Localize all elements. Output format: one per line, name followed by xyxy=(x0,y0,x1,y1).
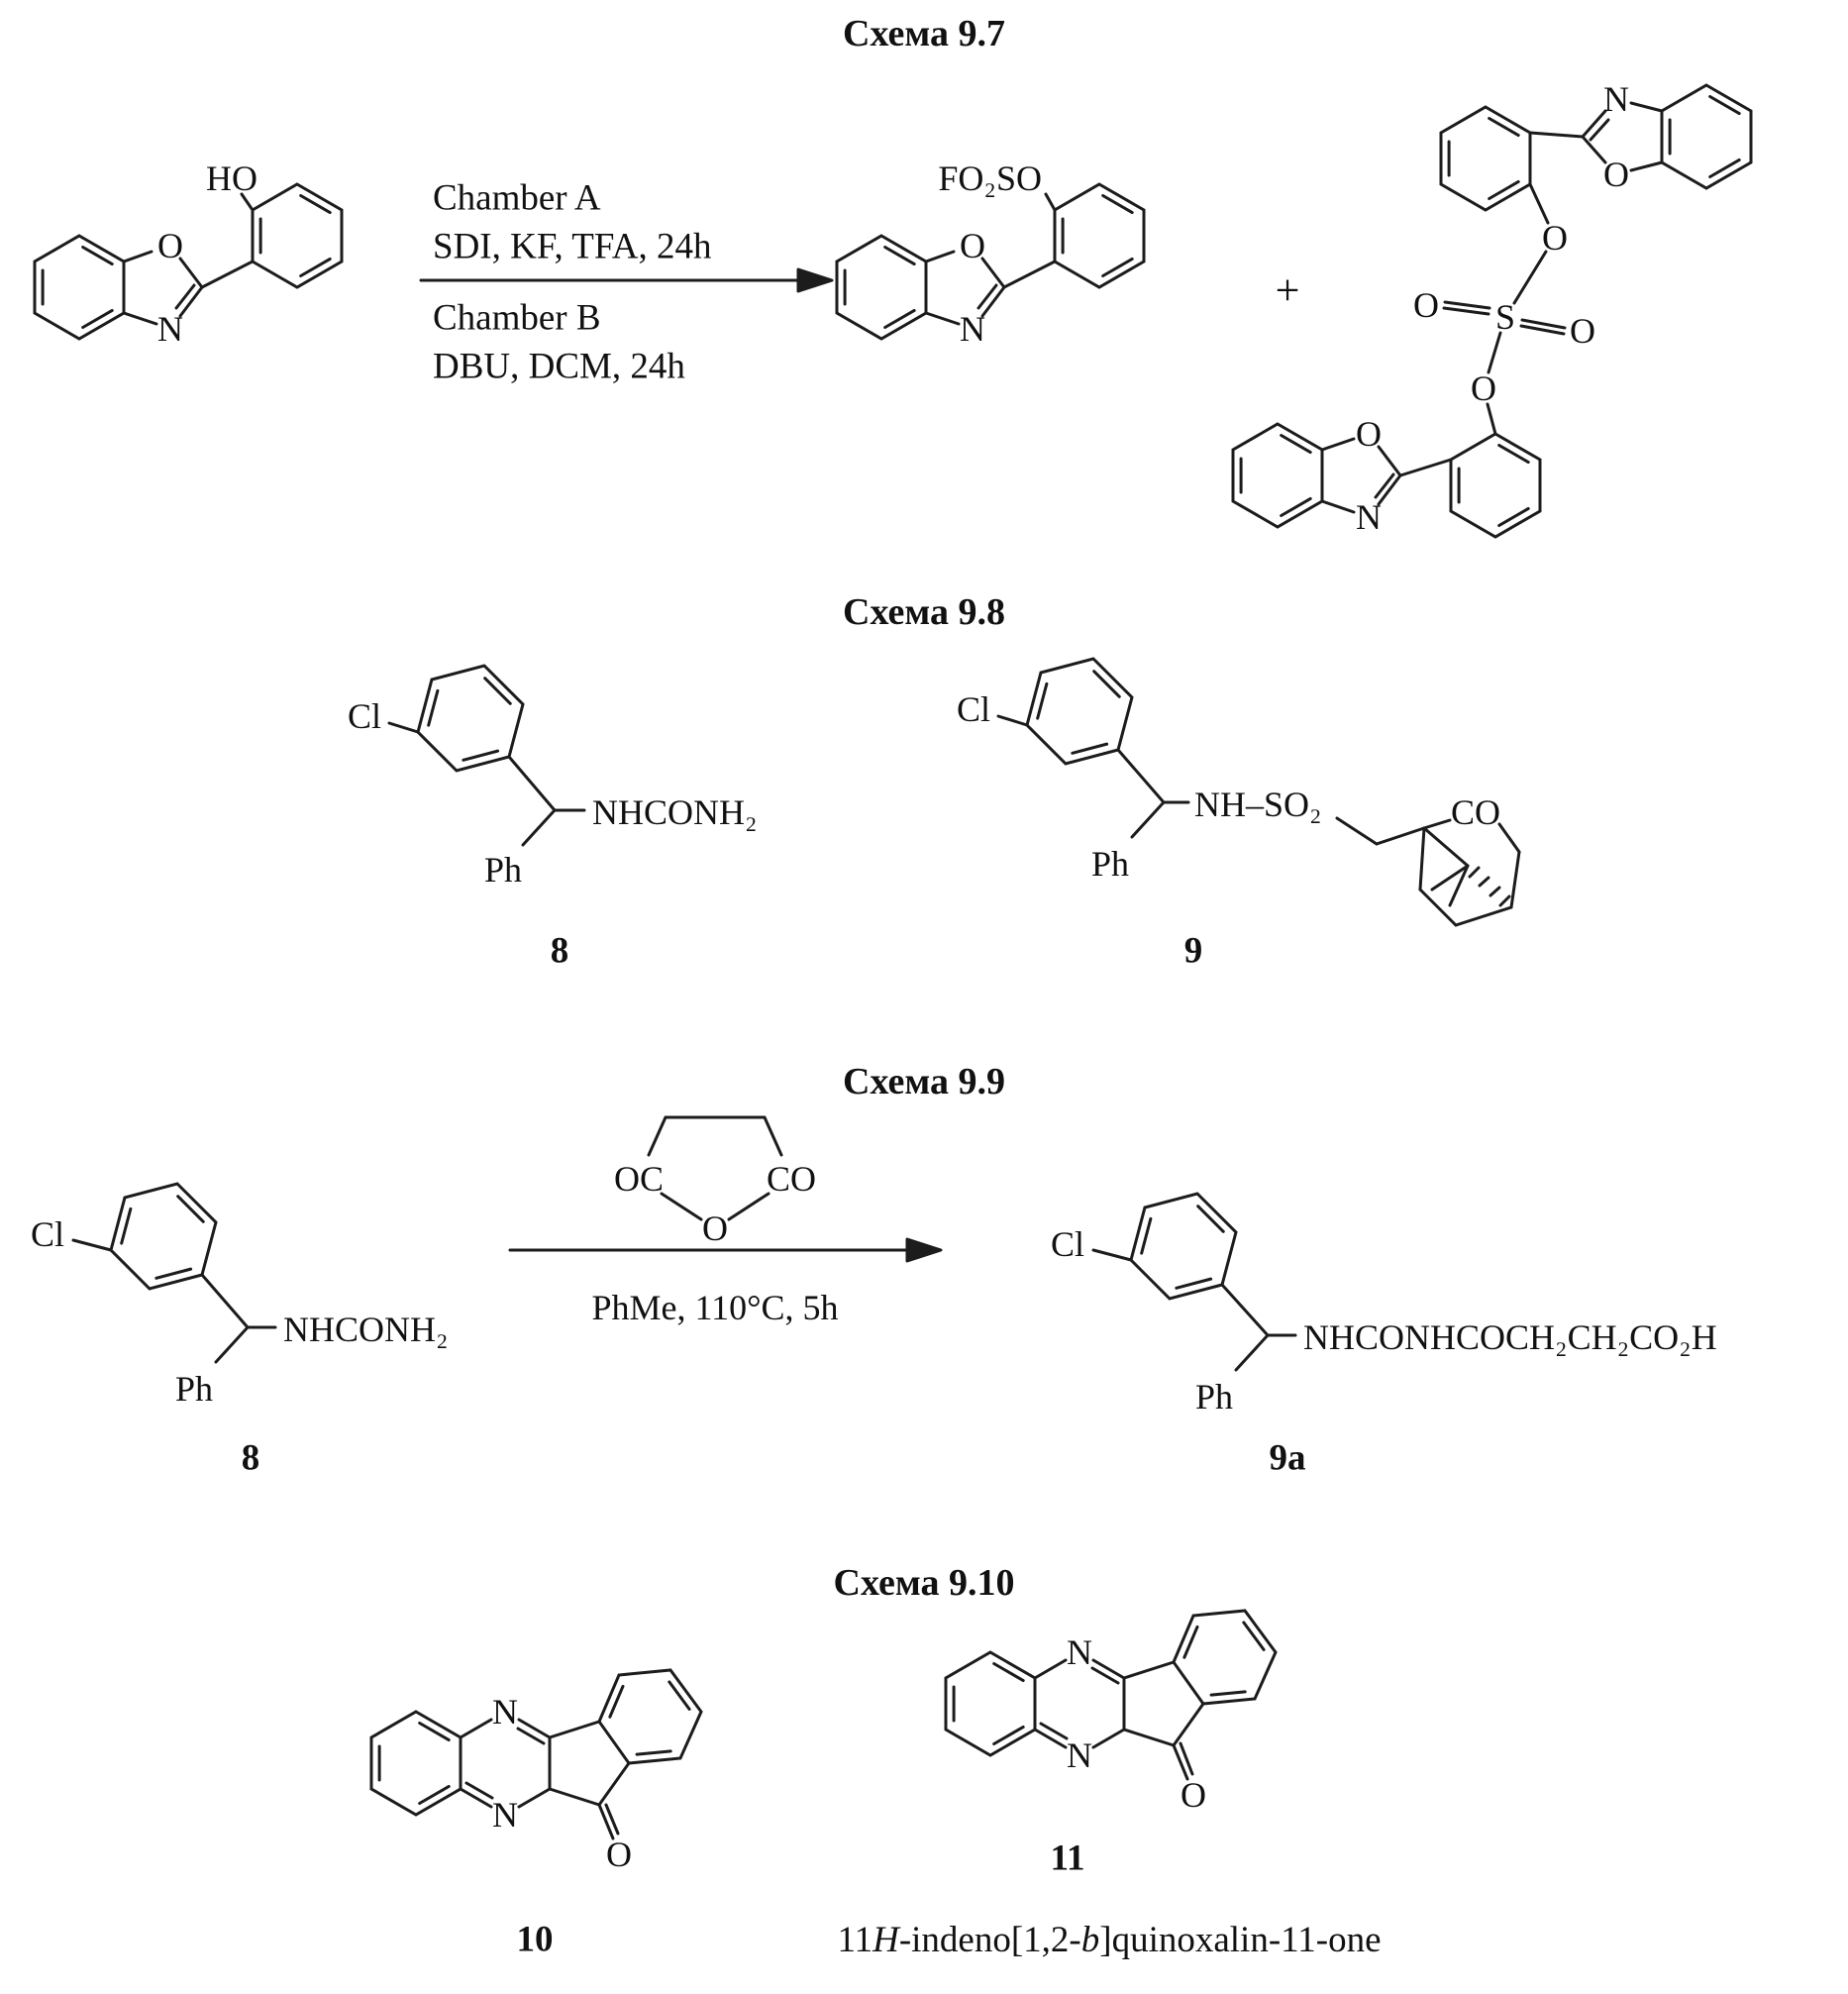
chlorophenyl-ring xyxy=(1025,657,1134,766)
oxazole-o-label: O xyxy=(960,226,985,265)
compound-11-label: 11 xyxy=(1051,1838,1085,1879)
phenyl-label: Ph xyxy=(1195,1377,1233,1417)
chain-group-label: NHCONHCOCH₂CH₂CO₂H xyxy=(1303,1317,1717,1357)
chlorophenyl-ring xyxy=(109,1182,218,1291)
reactant-benzoxazole-phenol: O N HO xyxy=(33,158,344,349)
oxazole-n-label: N xyxy=(157,309,183,349)
scheme-9-7-title: Схема 9.7 xyxy=(843,13,1005,54)
phenyl-ring-bottom xyxy=(1449,432,1542,539)
benzene-ring xyxy=(33,234,126,341)
structure-8-reactant: Cl Ph NHCONH₂ 8 xyxy=(31,1182,449,1479)
condition-label: PhMe, 110°C, 5h xyxy=(591,1288,838,1327)
phenyl-label: Ph xyxy=(484,850,522,890)
product-sulfate-diester: N O O S O O O xyxy=(1231,79,1753,539)
benzo-ring-left xyxy=(369,1710,462,1817)
scheme-9-9-canvas: Cl Ph NHCONH₂ 8 OC CO O PhMe, 110°C, 5h xyxy=(31,1115,1717,1479)
hydroxyl-label: HO xyxy=(206,158,257,198)
urea-group-label: NHCONH₂ xyxy=(283,1310,449,1349)
scheme-9-8-title: Схема 9.8 xyxy=(843,591,1005,633)
phenyl-ring xyxy=(1053,182,1146,289)
benzene-ring xyxy=(835,234,928,341)
reaction-arrow-9-7: Chamber A SDI, KF, TFA, 24h Chamber B DB… xyxy=(419,178,834,387)
sulfur-label: S xyxy=(1495,297,1515,337)
benzo-ring-right xyxy=(597,1668,703,1765)
anhydride-oc-label: OC xyxy=(614,1159,664,1199)
benzo-ring-right xyxy=(1172,1609,1278,1706)
reaction-arrow-9-9: PhMe, 110°C, 5h xyxy=(508,1237,943,1327)
product-fluorosulfate: O N FO₂SO xyxy=(835,158,1146,349)
structure-8: Cl Ph NHCONH₂ 8 xyxy=(348,664,758,972)
carbonyl-label: CO xyxy=(1451,792,1500,832)
chloro-label: Cl xyxy=(957,689,990,729)
pyrazine-n-label: N xyxy=(492,1795,518,1835)
pyrazine-n-label: N xyxy=(492,1692,518,1732)
benzo-ring-top xyxy=(1660,83,1753,190)
benzo-ring-bottom xyxy=(1231,422,1324,529)
scheme-9-7-canvas: O N HO Chamber A SDI, KF, TFA, 24h Chamb… xyxy=(33,79,1753,539)
plus-sign: + xyxy=(1276,266,1300,315)
scheme-9-10-title: Схема 9.10 xyxy=(833,1562,1015,1604)
scheme-9-10-canvas: N N O 10 N N O xyxy=(369,1609,1382,1960)
oxazole-o-label: O xyxy=(1603,155,1629,194)
phenol-ring xyxy=(251,182,344,289)
chlorophenyl-ring xyxy=(1129,1192,1238,1301)
ketone-o-label: O xyxy=(1181,1775,1206,1815)
anhydride-o-label: O xyxy=(702,1208,728,1248)
compound-8-label: 8 xyxy=(551,931,569,972)
urea-group-label: NHCONH₂ xyxy=(592,792,758,832)
fluorosulfate-label: FO₂SO xyxy=(938,158,1042,198)
sulfate-o-label: O xyxy=(1471,368,1496,408)
arrowhead xyxy=(796,267,834,293)
arrowhead xyxy=(905,1237,943,1263)
ketone-o-label: O xyxy=(606,1835,632,1874)
chlorophenyl-ring xyxy=(416,664,525,773)
sulfate-o-label: O xyxy=(1570,311,1595,351)
compound-10-label: 10 xyxy=(517,1920,554,1960)
condition-line-2: SDI, KF, TFA, 24h xyxy=(433,227,712,267)
condition-line-1: Chamber A xyxy=(433,178,601,219)
oxazole-n-label: N xyxy=(1603,79,1629,119)
oxazole-o-label: O xyxy=(1356,414,1382,454)
chloro-label: Cl xyxy=(31,1214,64,1254)
condition-line-4: DBU, DCM, 24h xyxy=(433,347,685,387)
condition-line-3: Chamber B xyxy=(433,298,601,339)
oxazole-n-label: N xyxy=(1356,497,1382,537)
phenyl-label: Ph xyxy=(175,1369,213,1409)
compound-9-label: 9 xyxy=(1184,931,1203,972)
pyrazine-n-label: N xyxy=(1067,1735,1092,1775)
compound-8-label: 8 xyxy=(242,1438,260,1479)
structure-9: Cl Ph NH–SO₂ CO xyxy=(957,657,1521,972)
chloro-label: Cl xyxy=(1051,1224,1084,1264)
scheme-9-8-canvas: Cl Ph NHCONH₂ 8 Cl Ph NH–SO₂ CO xyxy=(348,657,1521,972)
oxazole-o-label: O xyxy=(157,226,183,265)
hashed-bridge-bond xyxy=(1468,866,1511,907)
compound-11-name-caption: 11H-indeno[1,2-b]quinoxalin-11-one xyxy=(837,1920,1381,1960)
succinic-anhydride: OC CO O xyxy=(614,1115,816,1248)
phenyl-ring-top xyxy=(1439,105,1532,212)
pyrazine-n-label: N xyxy=(1067,1632,1092,1672)
anhydride-co-label: CO xyxy=(767,1159,816,1199)
chloro-label: Cl xyxy=(348,696,381,736)
scheme-9-9-title: Схема 9.9 xyxy=(843,1061,1005,1102)
benzo-ring-left xyxy=(944,1650,1037,1757)
structure-10: N N O 10 xyxy=(369,1668,703,1960)
phenyl-label: Ph xyxy=(1091,844,1129,884)
sulfonamide-group-label: NH–SO₂ xyxy=(1194,785,1322,824)
oxazole-n-label: N xyxy=(960,309,985,349)
structure-11: N N O 11 xyxy=(944,1609,1278,1879)
structure-9a: Cl Ph NHCONHCOCH₂CH₂CO₂H 9a xyxy=(1051,1192,1717,1479)
compound-9a-label: 9a xyxy=(1270,1438,1306,1479)
sulfate-o-label: O xyxy=(1413,285,1439,325)
